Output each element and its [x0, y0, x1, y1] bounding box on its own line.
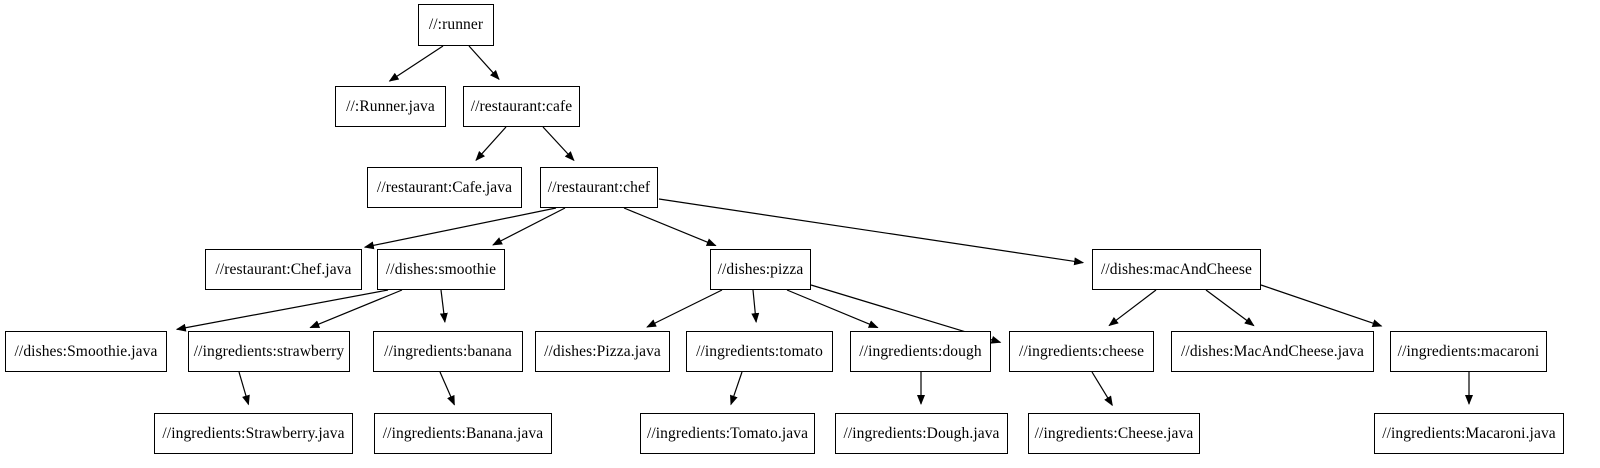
graph-node-label: //restaurant:Chef.java	[215, 260, 352, 278]
graph-edge-dishes_smoothie-to-ing_banana	[439, 289, 448, 324]
graph-node-ing_macaroni[interactable]: //ingredients:macaroni	[1390, 331, 1547, 372]
graph-edge-ing_cheese-to-cheese_java	[1091, 371, 1113, 407]
graph-node-cafe_java[interactable]: //restaurant:Cafe.java	[367, 167, 522, 208]
graph-node-dough_java[interactable]: //ingredients:Dough.java	[835, 413, 1008, 454]
graph-node-macaroni_java[interactable]: //ingredients:Macaroni.java	[1374, 413, 1564, 454]
graph-edge-ing_strawberry-to-strawberry_java	[238, 371, 250, 406]
graph-node-dishes_pizza[interactable]: //dishes:pizza	[710, 249, 811, 290]
graph-node-dishes_mac[interactable]: //dishes:macAndCheese	[1092, 249, 1261, 290]
graph-node-label: //ingredients:strawberry	[193, 342, 345, 360]
graph-node-smoothie_java[interactable]: //dishes:Smoothie.java	[5, 331, 167, 372]
graph-node-label: //:runner	[428, 16, 484, 34]
graph-node-label: //ingredients:tomato	[696, 342, 823, 360]
graph-edge-ing_banana-to-banana_java	[439, 371, 455, 406]
graph-node-dishes_smoothie[interactable]: //dishes:smoothie	[377, 249, 505, 290]
graph-node-runner_java[interactable]: //:Runner.java	[335, 86, 446, 127]
graph-node-label: //ingredients:Strawberry.java	[162, 424, 345, 442]
graph-edge-dishes_smoothie-to-ing_strawberry	[309, 289, 403, 329]
graph-node-label: //restaurant:chef	[547, 178, 651, 196]
graph-node-cheese_java[interactable]: //ingredients:Cheese.java	[1028, 413, 1200, 454]
graph-node-ing_cheese[interactable]: //ingredients:cheese	[1009, 331, 1154, 372]
graph-edge-restaurant_chef-to-dishes_smoothie	[492, 207, 566, 246]
graph-edge-ing_tomato-to-tomato_java	[730, 371, 743, 406]
graph-edge-dishes_pizza-to-pizza_java	[646, 289, 723, 328]
graph-node-label: //ingredients:cheese	[1018, 342, 1145, 360]
graph-node-label: //restaurant:Cafe.java	[376, 178, 513, 196]
graph-node-label: //:Runner.java	[346, 97, 435, 115]
graph-edge-restaurant_cafe-to-cafe_java	[475, 126, 507, 162]
graph-node-label: //ingredients:Banana.java	[382, 424, 544, 442]
graph-edge-dishes_pizza-to-ing_dough	[786, 289, 879, 329]
graph-edge-dishes_mac-to-ing_macaroni	[1260, 284, 1383, 327]
graph-node-label: //ingredients:macaroni	[1397, 342, 1540, 360]
graph-node-ing_strawberry[interactable]: //ingredients:strawberry	[188, 331, 350, 372]
graph-edge-dishes_smoothie-to-smoothie_java	[175, 289, 389, 332]
graph-node-pizza_java[interactable]: //dishes:Pizza.java	[535, 331, 670, 372]
graph-node-label: //ingredients:Macaroni.java	[1382, 424, 1556, 442]
graph-node-label: //restaurant:cafe	[470, 97, 573, 115]
graph-edge-restaurant_chef-to-dishes_pizza	[623, 207, 717, 247]
graph-node-label: //ingredients:Dough.java	[843, 424, 1000, 442]
graph-edge-dishes_mac-to-ing_cheese	[1108, 289, 1157, 327]
graph-edge-runner-to-restaurant_cafe	[468, 45, 500, 81]
graph-node-ing_tomato[interactable]: //ingredients:tomato	[686, 331, 833, 372]
graph-node-ing_banana[interactable]: //ingredients:banana	[373, 331, 523, 372]
graph-node-label: //dishes:MacAndCheese.java	[1181, 342, 1364, 360]
graph-node-label: //ingredients:dough	[859, 342, 982, 360]
graph-node-label: //dishes:smoothie	[385, 260, 497, 278]
graph-node-label: //dishes:Smoothie.java	[14, 342, 158, 360]
graph-node-label: //ingredients:banana	[384, 342, 512, 360]
graph-node-label: //dishes:macAndCheese	[1100, 260, 1253, 278]
graph-node-runner[interactable]: //:runner	[418, 4, 494, 46]
graph-node-label: //ingredients:Tomato.java	[646, 424, 809, 442]
graph-node-banana_java[interactable]: //ingredients:Banana.java	[374, 413, 552, 454]
graph-node-label: //dishes:pizza	[717, 260, 804, 278]
graph-edge-dishes_pizza-to-ing_tomato	[751, 289, 760, 324]
graph-edge-dishes_mac-to-mac_java	[1205, 289, 1255, 327]
graph-node-label: //dishes:Pizza.java	[544, 342, 661, 360]
graph-node-strawberry_java[interactable]: //ingredients:Strawberry.java	[154, 413, 353, 454]
graph-node-restaurant_chef[interactable]: //restaurant:chef	[540, 167, 658, 208]
graph-node-mac_java[interactable]: //dishes:MacAndCheese.java	[1171, 331, 1374, 372]
graph-node-chef_java[interactable]: //restaurant:Chef.java	[205, 249, 362, 290]
graph-edge-restaurant_chef-to-chef_java	[363, 207, 557, 250]
graph-node-ing_dough[interactable]: //ingredients:dough	[850, 331, 991, 372]
graph-edge-runner-to-runner_java	[388, 45, 444, 82]
graph-node-label: //ingredients:Cheese.java	[1034, 424, 1194, 442]
graph-node-tomato_java[interactable]: //ingredients:Tomato.java	[640, 413, 815, 454]
graph-node-restaurant_cafe[interactable]: //restaurant:cafe	[463, 86, 580, 127]
graph-edge-restaurant_cafe-to-restaurant_chef	[542, 126, 575, 162]
